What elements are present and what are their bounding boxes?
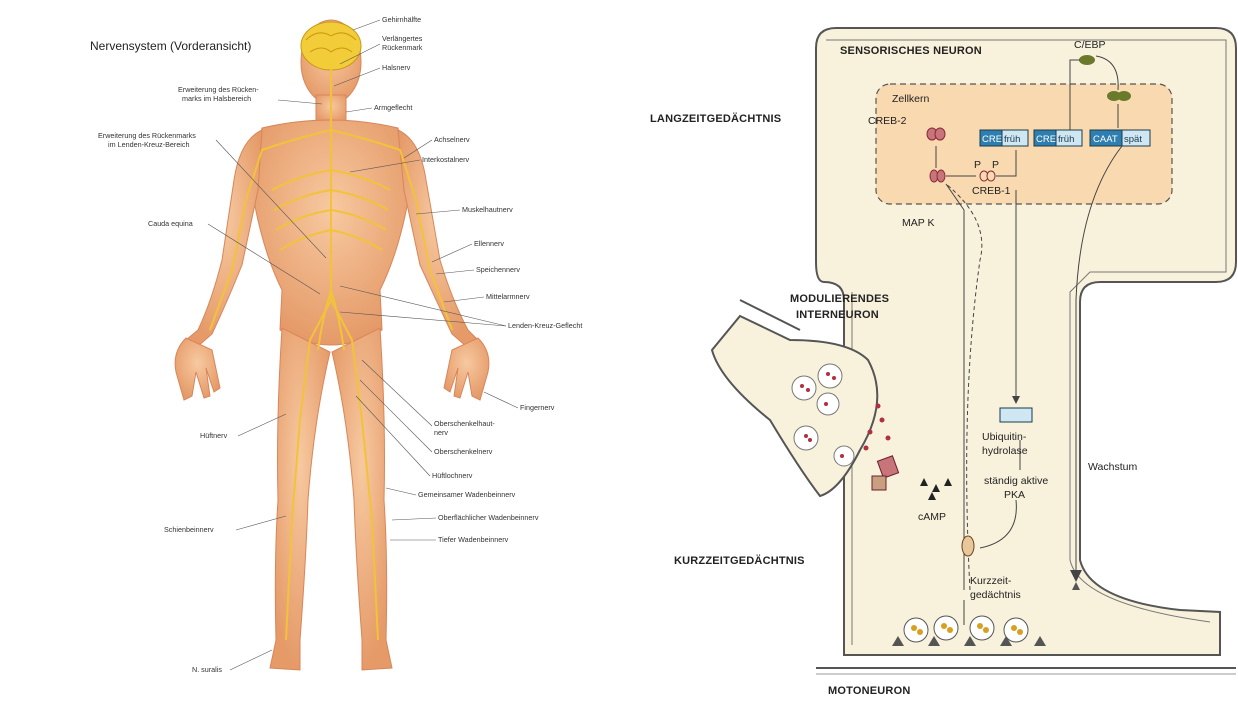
label-obersch-haut1: Oberschenkelhaut- bbox=[434, 419, 495, 428]
creb2-label: CREB-2 bbox=[868, 115, 907, 127]
cebp-icon bbox=[1079, 55, 1095, 65]
label-finger: Fingernerv bbox=[520, 403, 555, 412]
camp-label: cAMP bbox=[918, 511, 946, 523]
label-ellen: Ellennerv bbox=[474, 239, 504, 248]
cebp-label: C/EBP bbox=[1074, 39, 1106, 51]
label-hueftloch: Hüftlochnerv bbox=[432, 471, 473, 480]
frueh-label-1: früh bbox=[1004, 134, 1020, 145]
brain-icon bbox=[301, 22, 361, 70]
kurzzeit-label: KURZZEITGEDÄCHTNIS bbox=[674, 554, 805, 567]
modul2-label: INTERNEURON bbox=[796, 309, 879, 321]
nervous-system-figure: Nervensystem (Vorderansicht) Gehirnhälft… bbox=[0, 0, 620, 702]
spaet-label: spät bbox=[1124, 134, 1142, 145]
label-erw-lenden1: Erweiterung des Rückenmarks bbox=[98, 131, 196, 140]
mapk-label: MAP K bbox=[902, 217, 934, 229]
label-verl1: Verlängertes bbox=[382, 34, 423, 43]
label-suralis: N. suralis bbox=[192, 665, 222, 674]
gene-boxes: CRE früh CRE früh CAAT spät bbox=[980, 130, 1150, 146]
creb1-label: CREB-1 bbox=[972, 185, 1011, 197]
moto-label: MOTONEURON bbox=[828, 685, 910, 697]
label-erw-hals2: marks im Halsbereich bbox=[182, 94, 251, 103]
nervous-system-panel: Nervensystem (Vorderansicht) Gehirnhälft… bbox=[0, 0, 620, 702]
label-verl2: Rückenmark bbox=[382, 43, 423, 52]
ubiquitin-box bbox=[1000, 408, 1032, 422]
label-armgeflecht: Armgeflecht bbox=[374, 103, 412, 112]
label-erw-lenden2: im Lenden-Kreuz-Bereich bbox=[108, 140, 190, 149]
label-gehirn: Gehirnhälfte bbox=[382, 15, 421, 24]
caat-label: CAAT bbox=[1093, 134, 1118, 145]
label-tiefer-waden: Tiefer Wadenbeinnerv bbox=[438, 535, 509, 544]
wachstum-label: Wachstum bbox=[1088, 461, 1137, 473]
sensor-label: SENSORISCHES NEURON bbox=[840, 45, 982, 57]
label-gem-waden: Gemeinsamer Wadenbeinnerv bbox=[418, 490, 516, 499]
label-speichen: Speichennerv bbox=[476, 265, 520, 274]
p-label-1: P bbox=[974, 159, 981, 171]
label-hals: Halsnerv bbox=[382, 63, 411, 72]
staendig2-label: PKA bbox=[1004, 489, 1025, 501]
label-hueft: Hüftnerv bbox=[200, 431, 228, 440]
pka-icon bbox=[962, 536, 974, 556]
label-interkostal: Interkostalnerv bbox=[422, 155, 470, 164]
label-muskelhaut: Muskelhautnerv bbox=[462, 205, 513, 214]
label-achsel: Achselnerv bbox=[434, 135, 470, 144]
label-erw-hals1: Erweiterung des Rücken- bbox=[178, 85, 259, 94]
label-oberfl-waden: Oberflächlicher Wadenbeinnerv bbox=[438, 513, 539, 522]
ubiq2-label: hydrolase bbox=[982, 445, 1028, 457]
label-lenden-geflecht: Lenden-Kreuz-Geflecht bbox=[508, 321, 582, 330]
p-label-2: P bbox=[992, 159, 999, 171]
label-cauda: Cauda equina bbox=[148, 219, 193, 228]
cre-label-1: CRE bbox=[982, 134, 1002, 145]
label-obersch: Oberschenkelnerv bbox=[434, 447, 493, 456]
label-obersch-haut2: nerv bbox=[434, 428, 448, 437]
frueh-label-2: früh bbox=[1058, 134, 1074, 145]
ubiq1-label: Ubiquitin- bbox=[982, 431, 1027, 443]
label-schienbein: Schienbeinnerv bbox=[164, 525, 214, 534]
langzeit-label: LANGZEITGEDÄCHTNIS bbox=[650, 112, 781, 125]
figure-title: Nervensystem (Vorderansicht) bbox=[90, 39, 251, 53]
modul1-label: MODULIERENDES bbox=[790, 293, 889, 305]
memory-neuron-panel: SENSORISCHES NEURON C/EBP LANGZEITGEDÄCH… bbox=[620, 0, 1238, 702]
label-mittelarm: Mittelarmnerv bbox=[486, 292, 530, 301]
zellkern-label: Zellkern bbox=[892, 93, 930, 105]
kurz1-label: Kurzzeit- bbox=[970, 575, 1012, 587]
cre-label-2: CRE bbox=[1036, 134, 1056, 145]
staendig1-label: ständig aktive bbox=[984, 475, 1048, 487]
kurz2-label: gedächtnis bbox=[970, 589, 1021, 601]
memory-neuron-diagram: SENSORISCHES NEURON C/EBP LANGZEITGEDÄCH… bbox=[620, 0, 1238, 702]
